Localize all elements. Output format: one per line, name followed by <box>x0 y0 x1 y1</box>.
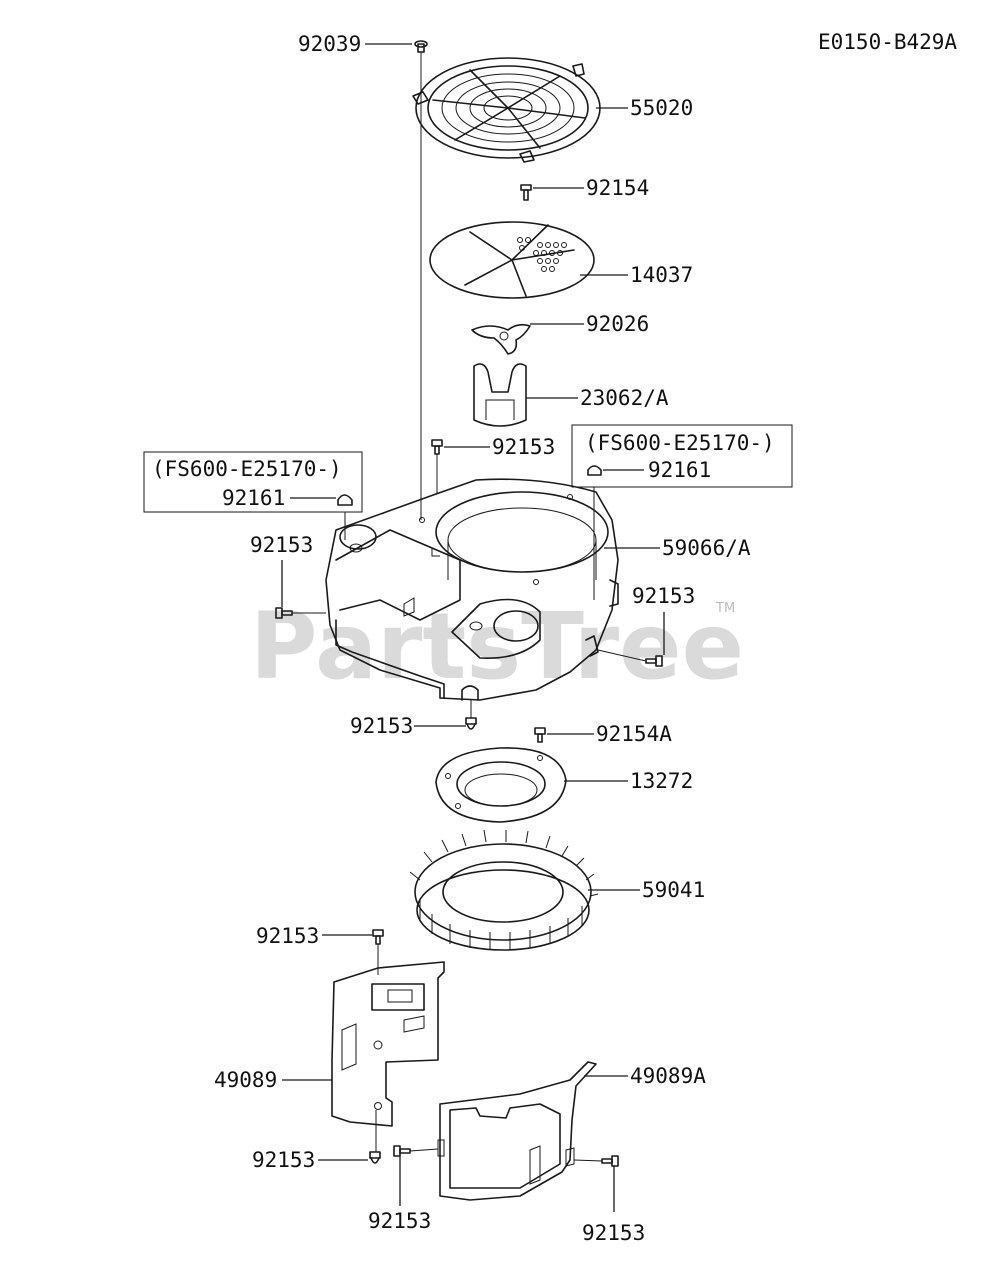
part-92153-housing-bolt[interactable] <box>431 439 443 455</box>
label-92153-bottom: 92153 <box>350 714 413 738</box>
part-92039-screw[interactable] <box>414 40 428 53</box>
part-92026-plate[interactable] <box>471 323 531 355</box>
part-14037-screen[interactable] <box>429 221 595 299</box>
part-92153-bottom-bolt[interactable] <box>465 717 477 730</box>
label-92153-top: 92153 <box>492 435 555 459</box>
label-49089A: 49089A <box>630 1064 706 1088</box>
part-59041-fan[interactable] <box>409 829 599 951</box>
part-49089-cover[interactable] <box>331 961 445 1127</box>
note-right-serial: (FS600-E25170-) <box>585 431 775 455</box>
part-92153-cover-left-bolt[interactable] <box>369 1151 381 1164</box>
note-box-right <box>571 424 793 488</box>
label-49089: 49089 <box>214 1068 277 1092</box>
note-left-serial: (FS600-E25170-) <box>152 457 342 481</box>
label-92153-cover-right: 92153 <box>582 1221 645 1245</box>
label-23062A: 23062/A <box>580 386 669 410</box>
label-55020: 55020 <box>630 96 693 120</box>
part-13272-ring-plate[interactable] <box>435 747 567 823</box>
part-92153-cover-top-bolt[interactable] <box>372 929 384 945</box>
label-92153-cover-top: 92153 <box>256 924 319 948</box>
label-92154: 92154 <box>586 176 649 200</box>
label-92154A: 92154A <box>596 722 672 746</box>
label-92153-cover-left: 92153 <box>252 1148 315 1172</box>
part-92153-cover-mid-bolt[interactable] <box>393 1145 411 1157</box>
label-92153-left: 92153 <box>250 533 313 557</box>
diagram-code: E0150-B429A <box>818 30 957 54</box>
part-92153-cover-right-bolt[interactable] <box>601 1155 619 1167</box>
part-92154A-bolt[interactable] <box>534 727 546 743</box>
part-92161-plug-right[interactable] <box>587 465 602 476</box>
guide-92153-cover-mid <box>409 1148 439 1152</box>
part-55020-grille[interactable] <box>412 57 601 163</box>
watermark-text: PartsTree <box>250 593 744 700</box>
guide-92153-right <box>597 649 647 662</box>
part-49089A-cover[interactable] <box>437 1061 597 1201</box>
label-13272: 13272 <box>630 769 693 793</box>
label-92026: 92026 <box>586 312 649 336</box>
label-92161-right: 92161 <box>648 458 711 482</box>
part-92154-bolt[interactable] <box>520 184 532 201</box>
part-92161-plug-left[interactable] <box>337 494 353 506</box>
label-59041: 59041 <box>642 878 705 902</box>
guide-92153-cover-right <box>573 1159 603 1162</box>
label-92161-left: 92161 <box>222 486 285 510</box>
label-14037: 14037 <box>630 263 693 287</box>
note-box-left <box>143 451 363 513</box>
part-23062A-holder[interactable] <box>473 363 527 427</box>
label-59066A: 59066/A <box>662 536 751 560</box>
label-92153-cover-mid: 92153 <box>368 1209 431 1233</box>
watermark-trademark: TM <box>715 601 735 616</box>
part-59066A-housing[interactable] <box>325 478 619 701</box>
label-92039: 92039 <box>298 32 361 56</box>
label-92153-right: 92153 <box>632 584 695 608</box>
